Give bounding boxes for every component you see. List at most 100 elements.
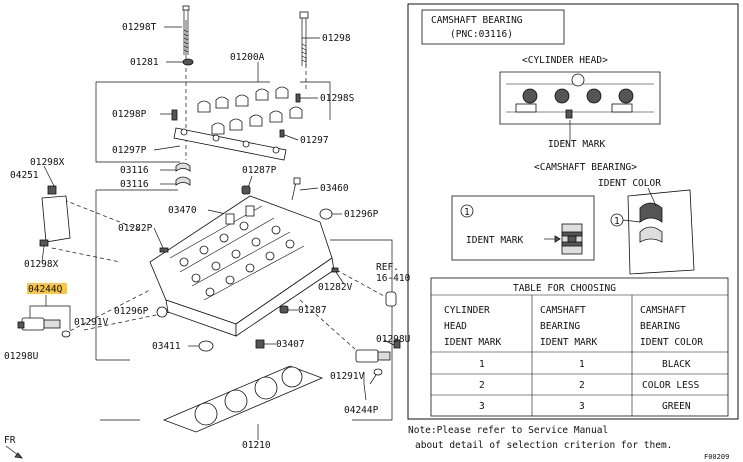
cylinder-head-sketch [499,71,661,125]
pin-01297[interactable] [279,129,285,138]
table-header-cell: IDENT MARK [444,337,501,348]
callout-03116-b[interactable]: 03116 [120,179,149,190]
callout-01287P[interactable]: 01287P [242,165,277,176]
callout-01281[interactable]: 01281 [130,57,159,68]
callout-01298U-left[interactable]: 01298U [4,351,39,362]
plug-01296P-right[interactable] [319,208,333,220]
front-label: FR [4,435,16,446]
table-header-cell: BEARING [640,321,680,332]
detail-marker-2: 1 [614,216,620,227]
callout-03407[interactable]: 03407 [276,339,305,350]
cylinder-head[interactable] [149,195,335,337]
bolt-01298T[interactable] [182,5,190,55]
callout-04244Q[interactable]: 04244Q [28,284,63,295]
callout-01298P[interactable]: 01298P [112,109,147,120]
bearing-caps-01200A[interactable] [173,86,303,161]
table-cell: COLOR LESS [642,380,699,391]
note-line-1: Note:Please refer to Service Manual [408,425,608,436]
front-arrow [5,445,23,459]
ref-label-1: REF. [376,262,399,273]
plug-01296P-left[interactable] [156,306,168,318]
bolt-01282V[interactable] [331,267,339,273]
highlight-04244Q [27,283,67,294]
table-title: TABLE FOR CHOOSING [513,283,616,294]
callout-03116-a[interactable]: 03116 [120,165,149,176]
bolt-01298U-right[interactable] [393,339,401,349]
ref-label-2[interactable]: 16-410 [376,273,411,284]
callout-01298[interactable]: 01298 [322,33,351,44]
callout-01282V[interactable]: 01282V [318,282,353,293]
panel-title: CAMSHAFT BEARING [431,15,523,26]
table-header-cell: IDENT COLOR [640,337,703,348]
table-cell: GREEN [662,401,691,412]
callout-01298X-lower[interactable]: 01298X [24,259,59,270]
bracket-04251[interactable] [41,185,71,243]
plug-01287P[interactable] [241,185,251,195]
table-header-cell: IDENT MARK [540,337,597,348]
callout-01298S[interactable]: 01298S [320,93,355,104]
callout-01287[interactable]: 01287 [298,305,327,316]
callout-04251[interactable]: 04251 [10,170,39,181]
table-header-cell: CYLINDER [444,305,490,316]
table-cell: 2 [479,380,485,391]
camshaft-bearing-03116[interactable] [175,162,191,186]
callout-labels: 01298T 01298 01281 01200A 01298S 01298P … [4,22,411,451]
callout-04244P[interactable]: 04244P [344,405,379,416]
camshaft-bearing-caption: <CAMSHAFT BEARING> [534,162,637,173]
head-gasket-01210[interactable] [162,365,324,433]
plug-01287[interactable] [279,305,289,314]
table-header-cell: BEARING [540,321,580,332]
table-cell: 1 [579,359,585,370]
callout-01298X[interactable]: 01298X [30,157,65,168]
ident-color-label: IDENT COLOR [598,178,661,189]
table-cell: 3 [579,401,585,412]
table-header-cell: HEAD [444,321,467,332]
table-cell: BLACK [662,359,691,370]
table-header-cell: CAMSHAFT [640,305,686,316]
bolt-01298P[interactable] [171,109,178,121]
panel-pnc: (PNC:03116) [450,29,513,40]
choosing-table: TABLE FOR CHOOSING CYLINDER HEAD IDENT M… [430,277,729,417]
table-header-cell: CAMSHAFT [540,305,586,316]
callout-01291V-right[interactable]: 01291V [330,371,365,382]
table-cell: 1 [479,359,485,370]
camshaft-bearing-panel: CAMSHAFT BEARING (PNC:03116) <CYLINDER H… [407,3,739,420]
oring-01291V-left[interactable] [61,330,71,338]
callout-01296P-right[interactable]: 01296P [344,209,379,220]
ocv-04244Q[interactable] [17,317,61,331]
washer-01281[interactable] [182,58,194,66]
callout-01298U-right[interactable]: 01298U [376,334,411,345]
callout-01298T[interactable]: 01298T [122,22,157,33]
leader-lines [29,20,397,440]
callout-01296P-left[interactable]: 01296P [114,306,149,317]
cylinder-head-caption: <CYLINDER HEAD> [522,55,608,66]
callout-01291V-left[interactable]: 01291V [74,317,109,328]
table-cell: 2 [579,380,585,391]
plug-03407[interactable] [255,339,265,349]
callout-03470[interactable]: 03470 [168,205,197,216]
oring-01291V-right[interactable] [373,368,383,376]
detail-marker-1: 1 [464,207,470,218]
callout-01282P[interactable]: 01282P [118,223,153,234]
dowel-01298S[interactable] [295,93,301,103]
bearing-color-sketch [627,187,695,275]
ident-mark-label-2: IDENT MARK [466,235,523,246]
ref-part-16-410[interactable] [385,291,397,307]
callout-01297P[interactable]: 01297P [112,145,147,156]
callout-01200A[interactable]: 01200A [230,52,265,63]
callout-01210[interactable]: 01210 [242,440,271,451]
ocv-04244P[interactable] [355,349,391,363]
callout-01297[interactable]: 01297 [300,135,329,146]
bolt-01298[interactable] [299,11,309,66]
ident-mark-label-1: IDENT MARK [548,139,605,150]
bolt-01298X-lower[interactable] [39,239,49,247]
figure-code: F00209 [704,453,729,461]
seal-03411[interactable] [198,340,214,352]
callout-03460[interactable]: 03460 [320,183,349,194]
callout-03411[interactable]: 03411 [152,341,181,352]
sensor-03460[interactable] [291,177,301,201]
bolt-01282P[interactable] [159,247,169,253]
table-cell: 3 [479,401,485,412]
